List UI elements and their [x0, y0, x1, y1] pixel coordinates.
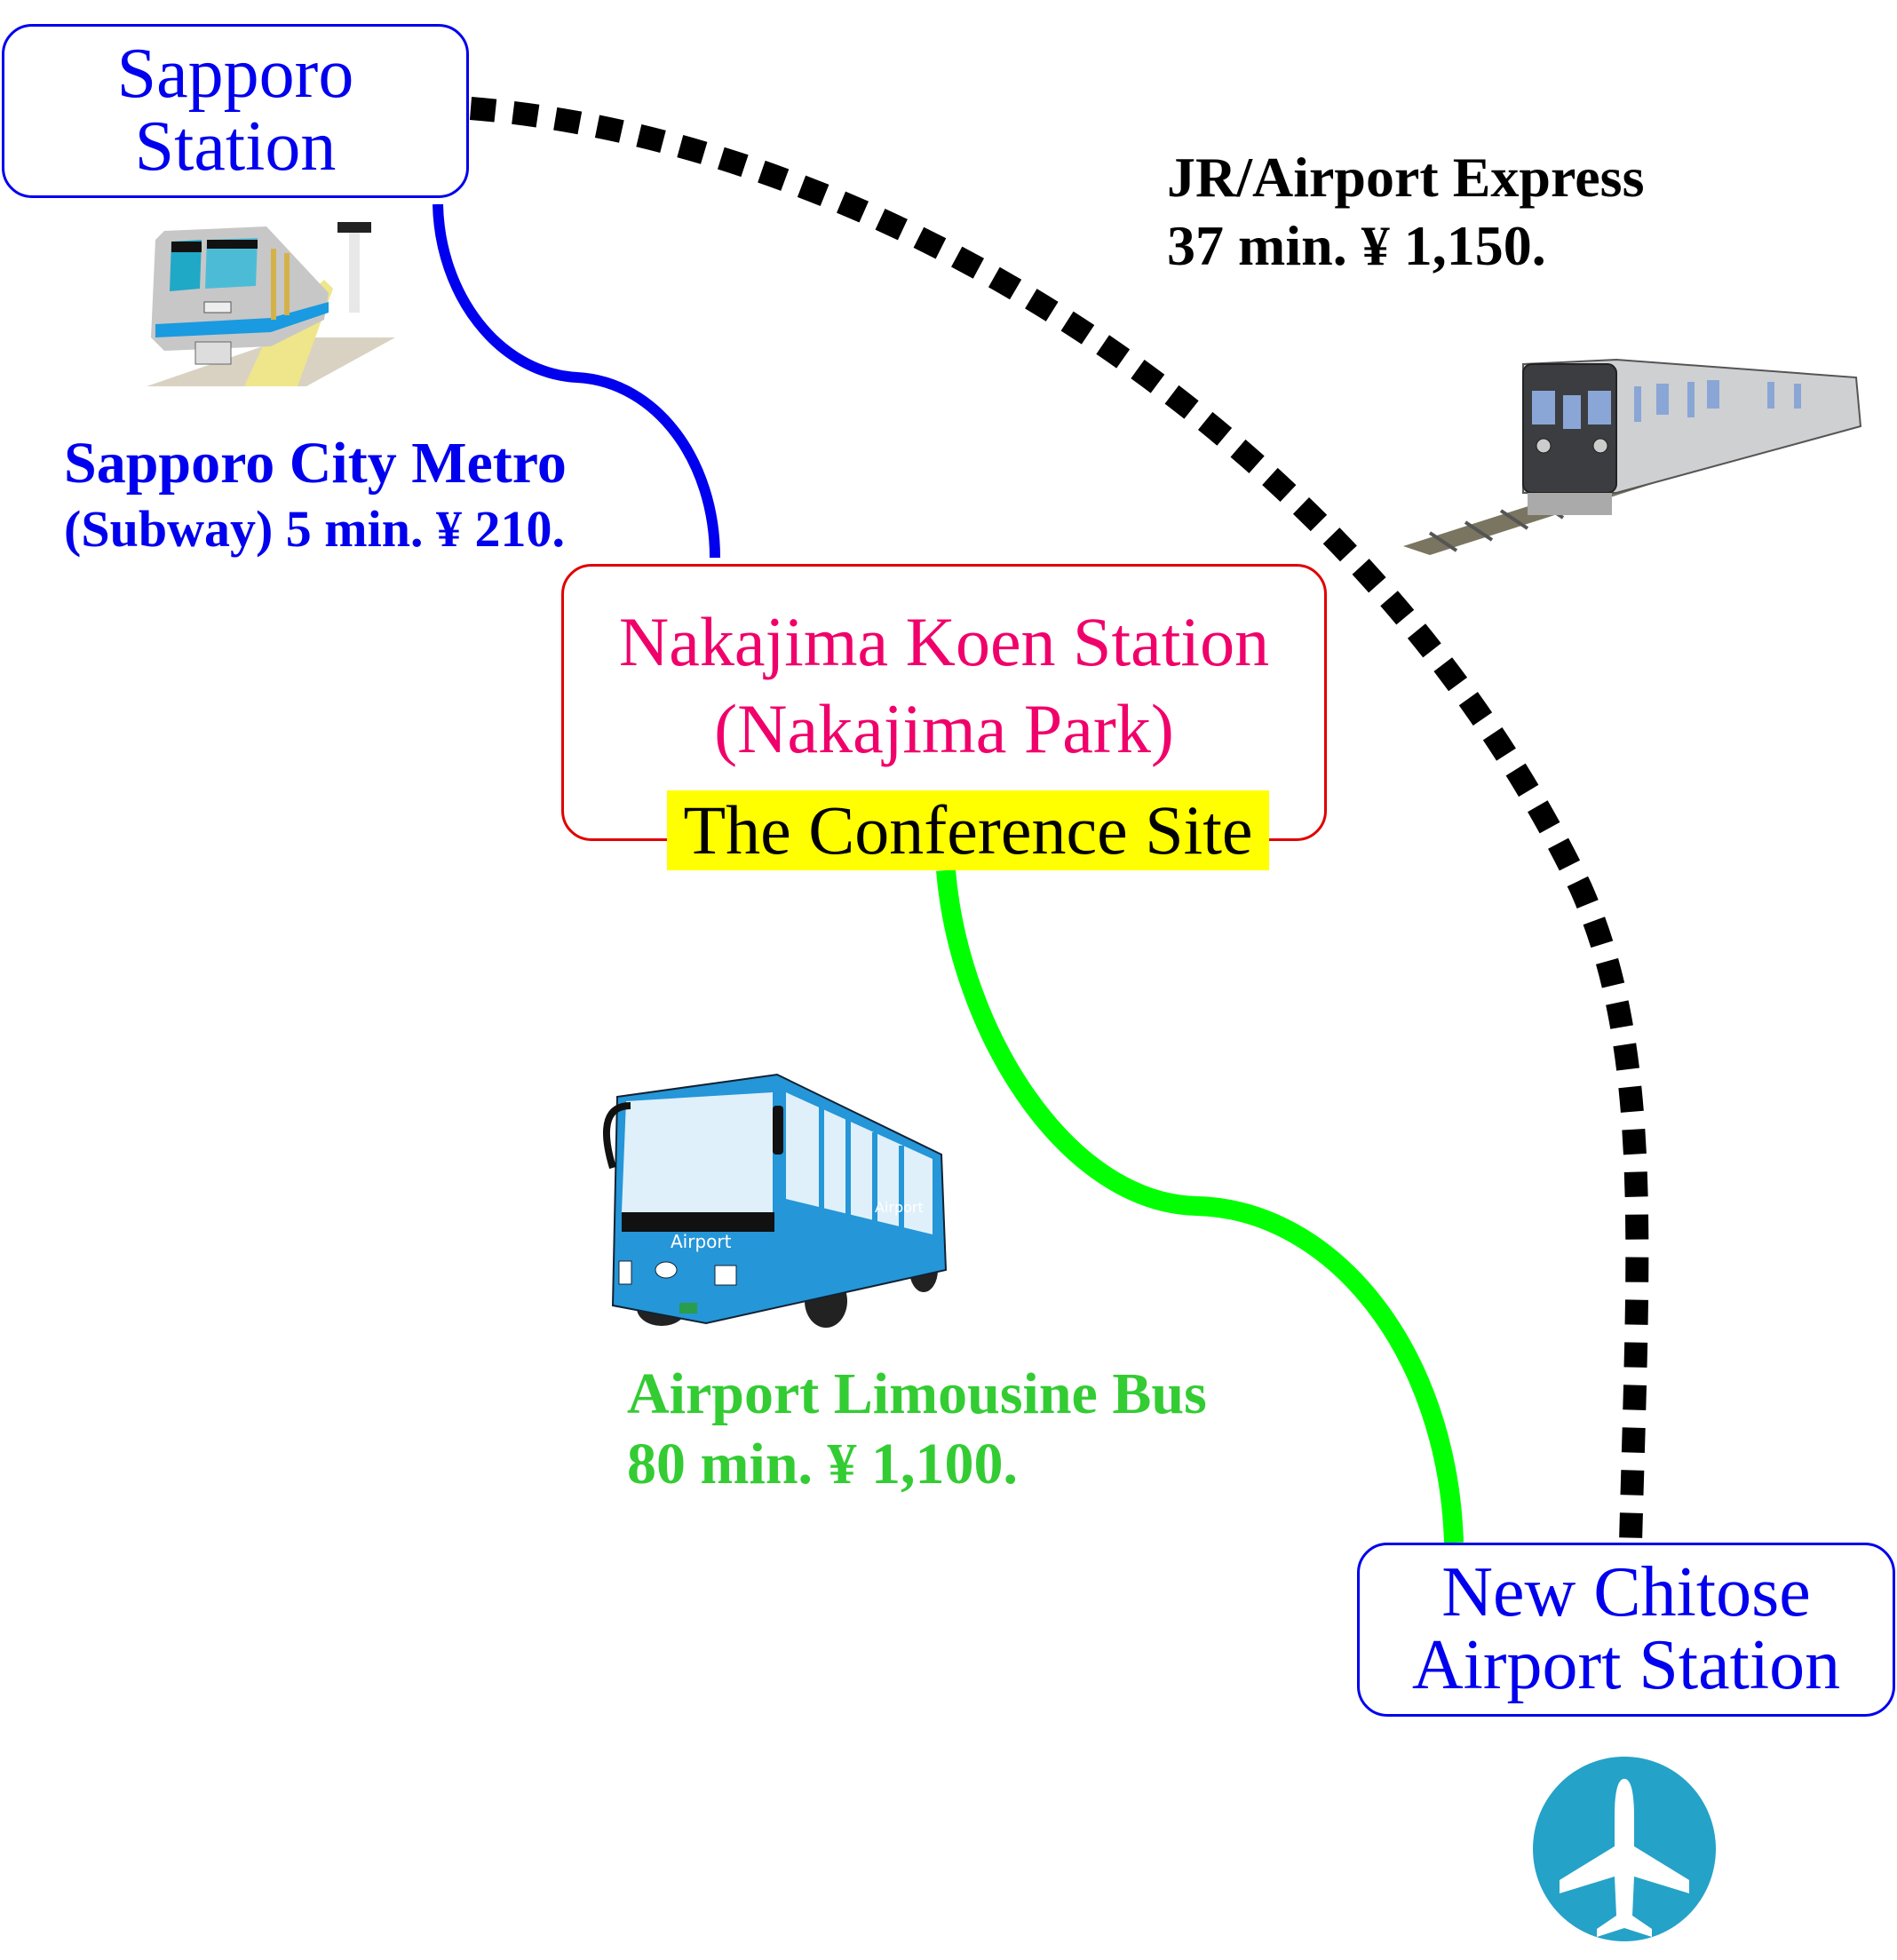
metro-route-caption: Sapporo City Metro (Subway) 5 min. ¥ 210…: [64, 428, 567, 560]
bus-route-name: Airport Limousine Bus: [627, 1361, 1207, 1426]
airplane-icon: [1533, 1757, 1716, 1941]
jr-route-caption: JR/Airport Express 37 min. ¥ 1,150.: [1167, 144, 1644, 281]
station-name-line: Sapporo: [116, 35, 354, 114]
metro-route-name: Sapporo City Metro: [64, 431, 567, 496]
bus-route-details: 80 min. ¥ 1,100.: [627, 1432, 1019, 1497]
conference-site-badge: The Conference Site: [667, 790, 1269, 870]
bus-livery-side: Airport: [875, 1199, 924, 1216]
jr-route-line: [469, 97, 1649, 1543]
bus-livery-front: Airport: [671, 1231, 732, 1252]
bus-route-line: [936, 869, 1464, 1543]
sapporo-station-box: Sapporo Station: [2, 24, 469, 198]
station-name-line: Station: [134, 107, 337, 186]
bus-route-caption: Airport Limousine Bus 80 min. ¥ 1,100.: [627, 1359, 1207, 1499]
express-train-icon: [1403, 358, 1862, 555]
station-name-line: (Nakajima Park): [714, 689, 1174, 767]
airport-bus-icon: Airport Airport: [602, 1073, 948, 1328]
jr-route-name: JR/Airport Express: [1167, 146, 1645, 209]
station-name-line: New Chitose: [1441, 1553, 1811, 1632]
metro-route-details: (Subway) 5 min. ¥ 210.: [64, 500, 565, 559]
metro-route-line: [433, 203, 720, 559]
station-name-line: Nakajima Koen Station: [618, 603, 1270, 680]
jr-route-details: 37 min. ¥ 1,150.: [1167, 213, 1546, 277]
subway-train-icon: [147, 222, 395, 386]
station-name-line: Airport Station: [1411, 1626, 1841, 1704]
new-chitose-airport-station-box: New Chitose Airport Station: [1357, 1543, 1895, 1717]
